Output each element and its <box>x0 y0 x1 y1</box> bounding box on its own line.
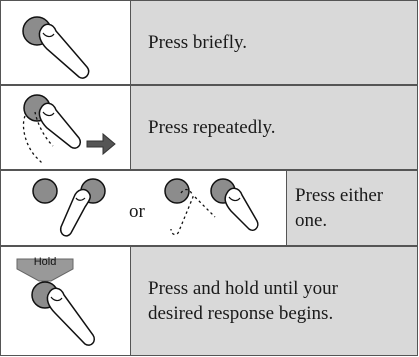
hold-badge-label: Hold <box>33 256 57 268</box>
icon-cell <box>0 0 131 85</box>
instruction-text: Press repeatedly. <box>148 117 276 138</box>
legend-row-press-either: or Press either one. <box>0 170 418 246</box>
icon-cell <box>0 85 131 170</box>
finger-hold-icon <box>16 258 96 346</box>
instruction-text: Press and hold until your desired respon… <box>148 278 338 324</box>
instruction-text: Press briefly. <box>148 32 248 53</box>
instruction-cell: Press briefly. <box>131 0 418 85</box>
instruction-cell: Press repeatedly. <box>131 85 418 170</box>
or-connector: or <box>129 201 145 222</box>
finger-press-icon <box>22 16 90 79</box>
finger-press-repeat-icon <box>22 94 116 165</box>
legend-row-press-briefly: Press briefly. <box>0 0 418 85</box>
instruction-text: Press either one. <box>295 185 384 231</box>
instruction-cell: Press and hold until your desired respon… <box>131 246 418 356</box>
legend-row-press-repeatedly: Press repeatedly. <box>0 85 418 170</box>
two-buttons-finger-icon <box>32 178 259 237</box>
icon-cell: or <box>0 170 287 246</box>
icon-cell: Hold <box>0 246 131 356</box>
instruction-cell: Press either one. <box>287 170 418 246</box>
legend-row-press-and-hold: Hold Press and hold until your desired r… <box>0 246 418 356</box>
